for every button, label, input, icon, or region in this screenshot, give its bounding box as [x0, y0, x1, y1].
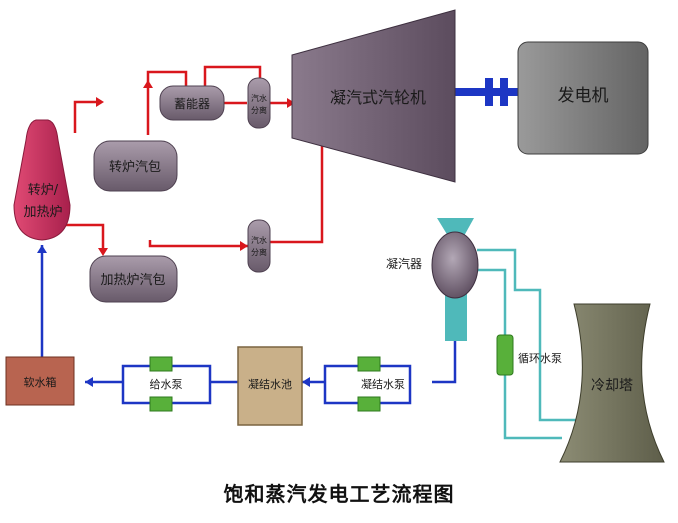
separator-top-label-line2: 分离 [251, 105, 267, 115]
condensate-pump-label: 凝结水泵 [361, 377, 405, 391]
condensate-pump: 凝结水泵 [357, 356, 405, 412]
cooling-tower: 冷却塔 [559, 303, 665, 463]
separator-top: 汽水 分离 [247, 77, 271, 129]
separator-bottom-label-line1: 汽水 [251, 235, 267, 245]
shaft-coupling [455, 78, 525, 106]
condenser-label: 凝汽器 [386, 256, 422, 271]
separator-bottom-label-line2: 分离 [251, 247, 267, 257]
soft-water-tank-label: 软水箱 [24, 375, 57, 389]
water-arrowheads [37, 245, 310, 387]
cooling-water-lines [477, 248, 578, 440]
separator-top-label-line1: 汽水 [251, 93, 267, 103]
steam-turbine: 凝汽式汽轮机 [291, 9, 456, 183]
accumulator-label: 蓄能器 [174, 97, 210, 111]
circulating-pump: 循环水泵 [496, 334, 562, 376]
furnace-label-line1: 转炉/ [28, 183, 59, 198]
converter-drum: 转炉汽包 [93, 140, 178, 192]
generator: 发电机 [517, 41, 649, 155]
soft-water-tank: 软水箱 [5, 356, 75, 406]
converter-drum-label: 转炉汽包 [109, 160, 161, 175]
steam-arrowheads [96, 80, 295, 256]
heater-drum-label: 加热炉汽包 [100, 273, 165, 288]
condensate-pool-label: 凝结水池 [248, 377, 292, 391]
furnace: 转炉/ 加热炉 [13, 119, 71, 241]
turbine-label: 凝汽式汽轮机 [330, 88, 426, 107]
cooling-tower-label: 冷却塔 [591, 378, 633, 394]
feed-pump: 给水泵 [149, 356, 183, 412]
separator-bottom: 汽水 分离 [247, 219, 271, 273]
generator-label: 发电机 [558, 86, 609, 106]
furnace-label-line2: 加热炉 [23, 205, 62, 220]
condenser: 凝汽器 [386, 218, 479, 341]
water-lines [40, 245, 457, 405]
circulating-pump-label: 循环水泵 [518, 352, 562, 365]
diagram-title: 饱和蒸汽发电工艺流程图 [223, 482, 455, 506]
heater-drum: 加热炉汽包 [89, 255, 178, 303]
feed-pump-label: 给水泵 [150, 378, 183, 391]
condensate-pool: 凝结水池 [237, 346, 303, 426]
accumulator: 蓄能器 [159, 85, 225, 121]
